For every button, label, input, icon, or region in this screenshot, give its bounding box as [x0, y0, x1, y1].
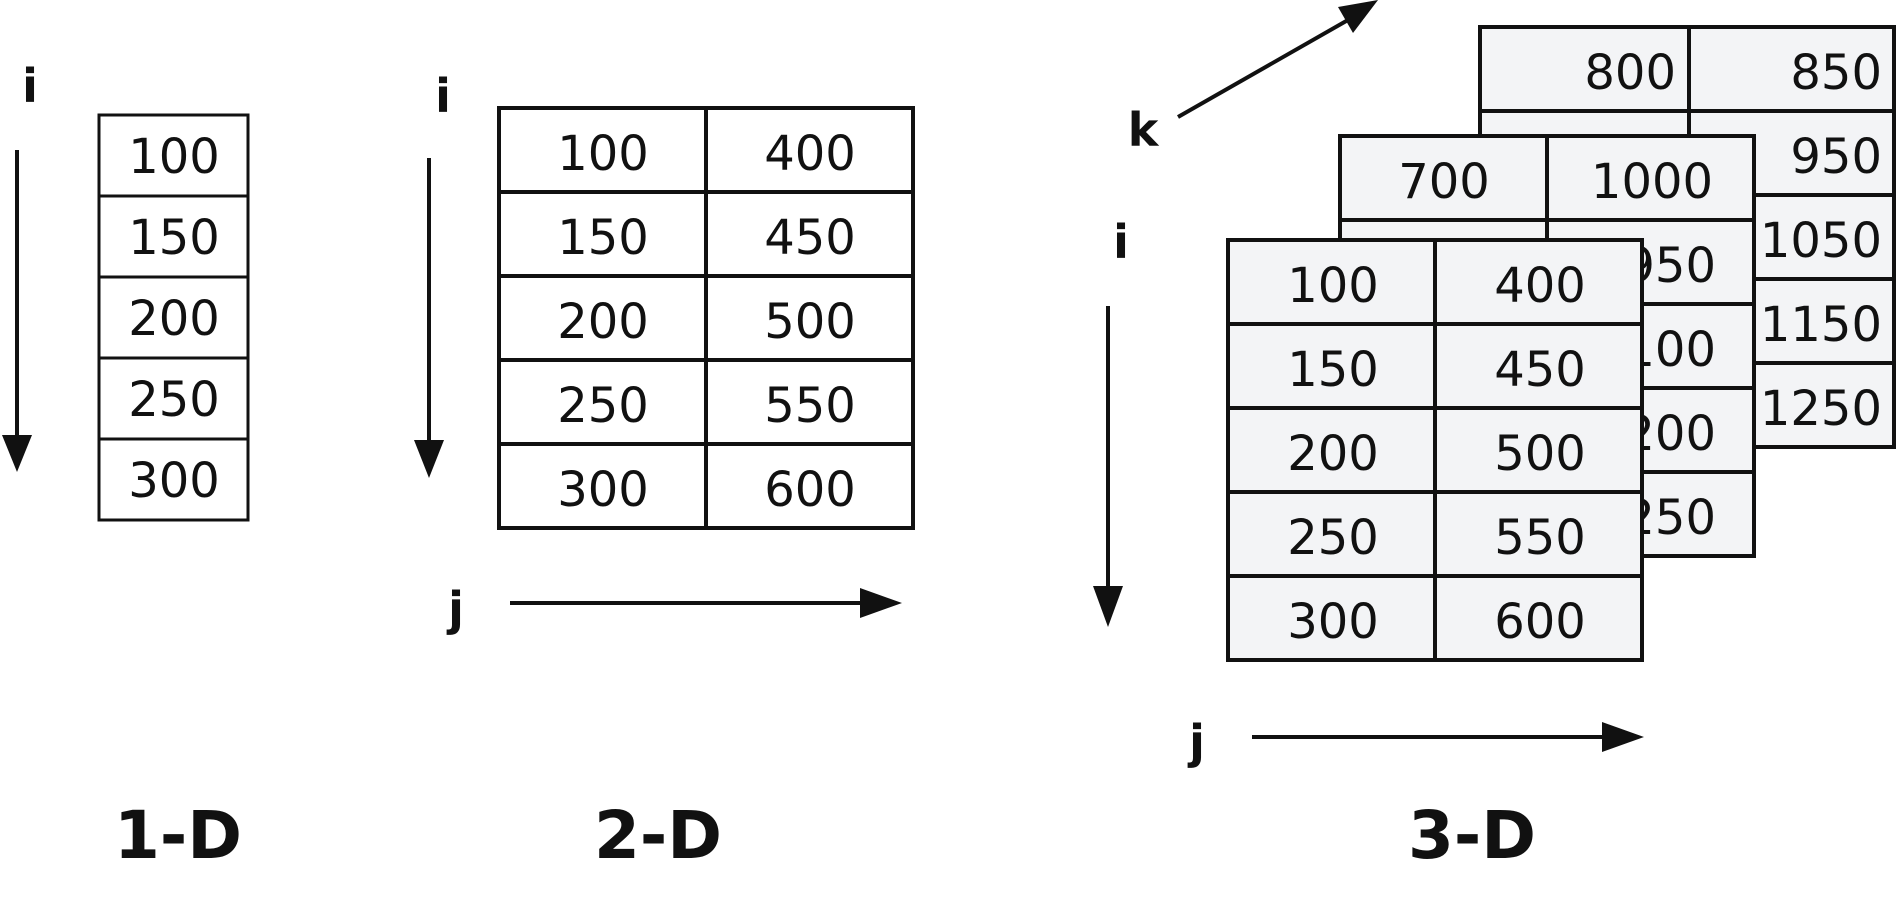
axis-arrow-i-1d	[2, 150, 32, 472]
svg-text:500: 500	[1494, 426, 1586, 482]
svg-text:450: 450	[1494, 342, 1586, 398]
svg-text:150: 150	[128, 210, 220, 266]
svg-text:150: 150	[1287, 342, 1379, 398]
array-cell: 500	[1433, 406, 1644, 494]
svg-text:550: 550	[764, 378, 856, 434]
array-cell: 550	[1433, 490, 1644, 578]
svg-text:600: 600	[764, 462, 856, 518]
array-3d-layer-front: 100 400 150 450 200 500 250 550 300 600	[1226, 238, 1644, 662]
panel-title-3d: 3-D	[1408, 797, 1536, 874]
array-cell: 250	[1226, 490, 1437, 578]
array-cell: 100	[497, 106, 708, 194]
axis-label-j-2d: j	[446, 582, 464, 636]
panel-title-2d: 2-D	[594, 797, 722, 874]
array-cell: 600	[1433, 574, 1644, 662]
svg-text:250: 250	[557, 378, 649, 434]
array-cell: 150	[497, 190, 708, 278]
array-cell: 450	[1433, 322, 1644, 410]
svg-text:200: 200	[128, 291, 220, 347]
panel-2d: i 100 400 150 450 200 500 250 550 300 60…	[414, 69, 915, 874]
axis-label-i-1d: i	[22, 59, 38, 113]
array-cell: 300	[97, 437, 250, 522]
svg-text:700: 700	[1398, 154, 1490, 210]
axis-label-j-3d: j	[1187, 715, 1205, 769]
array-cell: 800	[1478, 25, 1691, 113]
array-cell: 300	[497, 442, 708, 530]
array-cell: 400	[704, 106, 915, 194]
svg-text:400: 400	[1494, 258, 1586, 314]
svg-text:1000: 1000	[1591, 154, 1713, 210]
svg-text:550: 550	[1494, 510, 1586, 566]
array-cell: 500	[704, 274, 915, 362]
svg-text:1050: 1050	[1760, 213, 1882, 269]
array-cell: 200	[97, 275, 250, 360]
svg-text:100: 100	[1287, 258, 1379, 314]
array-cell: 150	[97, 194, 250, 279]
panel-3d: k i 800 850 950 1050 1150 1250 700 1000	[1093, 0, 1896, 874]
array-cell: 100	[97, 113, 250, 198]
panel-title-1d: 1-D	[114, 797, 242, 874]
array-cell: 450	[704, 190, 915, 278]
svg-text:100: 100	[557, 126, 649, 182]
svg-text:950: 950	[1790, 129, 1882, 185]
svg-text:850: 850	[1790, 45, 1882, 101]
array-2d: 100 400 150 450 200 500 250 550 300 600	[497, 106, 915, 530]
svg-text:1150: 1150	[1760, 297, 1882, 353]
array-cell: 200	[497, 274, 708, 362]
axis-arrow-i-2d	[414, 158, 444, 478]
svg-text:150: 150	[557, 210, 649, 266]
svg-text:600: 600	[1494, 594, 1586, 650]
svg-text:500: 500	[764, 294, 856, 350]
array-cell: 200	[1226, 406, 1437, 494]
array-cell: 300	[1226, 574, 1437, 662]
array-cell: 600	[704, 442, 915, 530]
axis-arrow-j-3d	[1252, 722, 1644, 752]
array-cell: 100	[1226, 238, 1437, 326]
array-cell: 700	[1338, 134, 1549, 222]
axis-label-i-2d: i	[435, 69, 451, 123]
array-cell: 1000	[1545, 134, 1756, 222]
panel-1d: i 100 150 200 250 300	[2, 59, 250, 874]
svg-text:250: 250	[128, 372, 220, 428]
svg-text:300: 300	[1287, 594, 1379, 650]
array-cell: 850	[1687, 25, 1896, 113]
svg-text:400: 400	[764, 126, 856, 182]
svg-text:250: 250	[1287, 510, 1379, 566]
svg-text:450: 450	[764, 210, 856, 266]
svg-text:100: 100	[128, 129, 220, 185]
axis-label-k-3d: k	[1128, 103, 1160, 157]
array-cell: 250	[97, 356, 250, 441]
axis-arrow-k-3d	[1177, 0, 1378, 119]
svg-text:300: 300	[128, 453, 220, 509]
axis-label-i-3d: i	[1113, 215, 1129, 269]
svg-text:200: 200	[1287, 426, 1379, 482]
array-1d: 100 150 200 250 300	[97, 113, 250, 522]
array-cell: 400	[1433, 238, 1644, 326]
axis-arrow-j-2d	[510, 588, 902, 618]
svg-text:300: 300	[557, 462, 649, 518]
svg-text:800: 800	[1584, 45, 1676, 101]
array-cell: 150	[1226, 322, 1437, 410]
array-cell: 550	[704, 358, 915, 446]
svg-text:1250: 1250	[1760, 381, 1882, 437]
axis-arrow-i-3d	[1093, 306, 1123, 627]
svg-text:200: 200	[557, 294, 649, 350]
array-cell: 250	[497, 358, 708, 446]
